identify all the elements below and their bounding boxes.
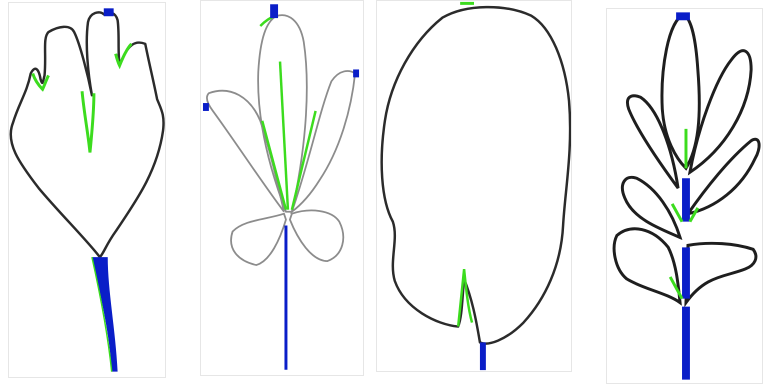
leaflet-lower-left: [614, 229, 680, 303]
tip-highlight: [203, 103, 209, 111]
leaflet-lower-left: [231, 214, 286, 265]
stem-highlight: [682, 307, 690, 380]
stem-highlight: [682, 178, 690, 221]
leaflet-right: [292, 71, 355, 212]
ginkgo-leaf-icon: [9, 3, 165, 377]
leaf-panel-1: [8, 2, 166, 378]
tip-highlight: [676, 12, 690, 20]
leaflet-lower-right: [290, 210, 343, 261]
fern-leaf-icon: [607, 9, 762, 383]
chestnut-leaf-icon: [201, 1, 363, 375]
tip-highlight: [270, 4, 278, 18]
leaf-panel-2: [200, 0, 364, 376]
lily-pad-leaf-icon: [377, 1, 571, 371]
leaf-panel-4: [606, 8, 763, 384]
stem-highlight: [682, 247, 690, 298]
tip-highlight: [460, 2, 474, 5]
vein-highlight: [82, 91, 94, 152]
leaf-outline: [382, 7, 570, 343]
vein-highlight: [292, 111, 316, 210]
leaflet-left: [207, 91, 284, 212]
leaflet-lower-right: [686, 243, 756, 302]
tip-highlight: [353, 69, 359, 77]
stem-highlight: [480, 342, 486, 370]
leaf-panel-3: [376, 0, 572, 372]
tip-highlight: [104, 8, 114, 16]
vein-highlight: [262, 121, 286, 210]
leaflet-mid-right: [688, 139, 759, 213]
